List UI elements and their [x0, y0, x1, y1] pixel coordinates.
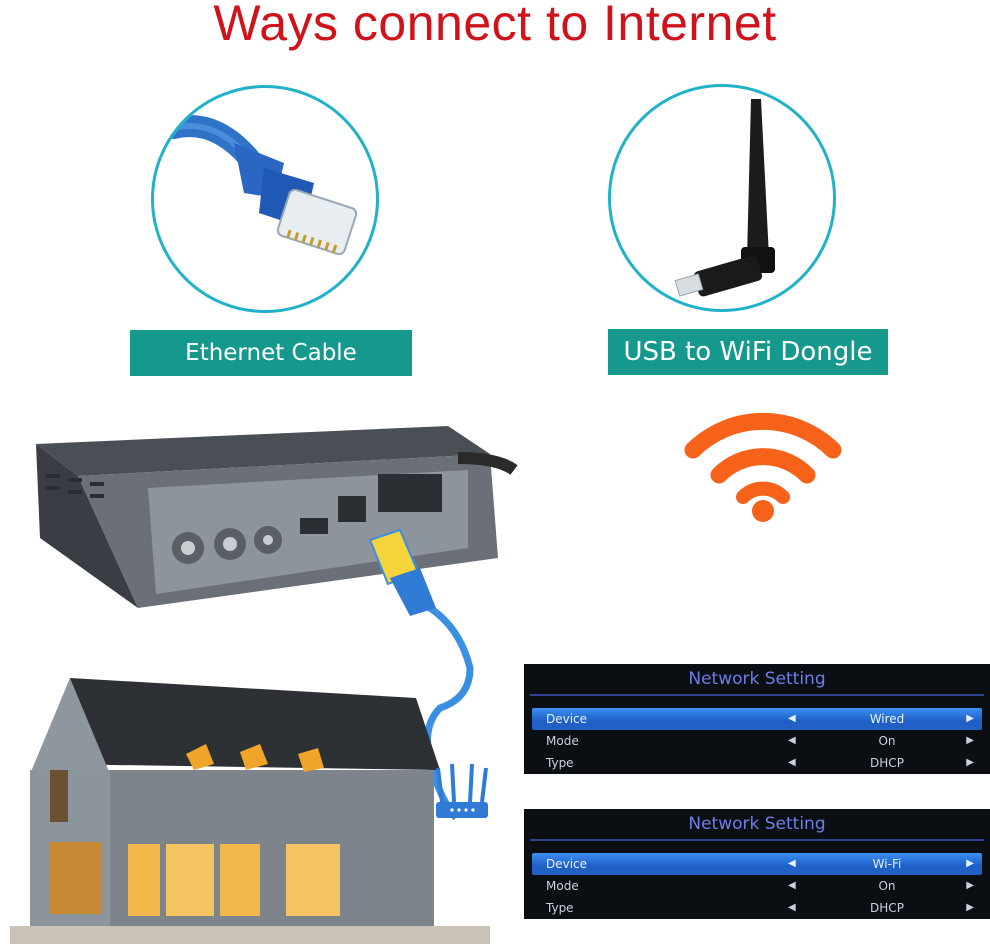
row-type[interactable]: Type ◀ DHCP ▶	[532, 897, 982, 919]
row-label: Mode	[546, 879, 579, 893]
arrow-right-icon[interactable]: ▶	[966, 713, 974, 724]
row-mode[interactable]: Mode ◀ On ▶	[532, 875, 982, 897]
row-value: On	[878, 734, 896, 748]
arrow-left-icon[interactable]: ◀	[788, 757, 796, 768]
row-label: Type	[546, 901, 574, 915]
row-value: DHCP	[870, 901, 904, 915]
ethernet-plug-icon	[163, 115, 358, 256]
row-label: Device	[546, 712, 588, 726]
arrow-left-icon[interactable]: ◀	[788, 880, 796, 891]
wifi-dongle-circle	[608, 84, 836, 312]
arrow-left-icon[interactable]: ◀	[788, 902, 796, 913]
arrow-right-icon[interactable]: ▶	[966, 858, 974, 869]
page-title: Ways connect to Internet	[213, 0, 777, 51]
arrow-right-icon[interactable]: ▶	[966, 735, 974, 746]
arrow-left-icon[interactable]: ◀	[788, 713, 796, 724]
row-value: Wi-Fi	[872, 857, 902, 871]
panel-title: Network Setting	[688, 814, 826, 834]
row-value: On	[878, 879, 896, 893]
panel-title: Network Setting	[688, 669, 826, 689]
row-mode[interactable]: Mode ◀ On ▶	[532, 730, 982, 752]
panel-divider	[530, 839, 984, 841]
arrow-left-icon[interactable]: ◀	[788, 735, 796, 746]
ethernet-cable-label: Ethernet Cable	[130, 330, 412, 376]
network-setting-panel-wired: Network Setting Device ◀ Wired ▶ Mode ◀ …	[524, 664, 990, 774]
arrow-right-icon[interactable]: ▶	[966, 902, 974, 913]
row-type[interactable]: Type ◀ DHCP ▶	[532, 752, 982, 774]
router-icon	[436, 763, 488, 818]
panel-divider	[530, 694, 984, 696]
arrow-right-icon[interactable]: ▶	[966, 757, 974, 768]
usb-wifi-dongle-icon	[674, 99, 775, 297]
ethernet-cable-circle	[151, 85, 379, 313]
set-top-box-image	[36, 426, 518, 608]
ethernet-cable-line	[368, 528, 474, 821]
row-value: DHCP	[870, 756, 904, 770]
arrow-right-icon[interactable]: ▶	[966, 880, 974, 891]
row-label: Device	[546, 857, 588, 871]
row-label: Type	[546, 756, 574, 770]
usb-wifi-dongle-label: USB to WiFi Dongle	[608, 329, 888, 375]
wifi-signal-icon	[684, 412, 842, 522]
row-label: Mode	[546, 734, 579, 748]
row-device[interactable]: Device ◀ Wired ▶	[532, 708, 982, 730]
house-image	[10, 678, 490, 944]
row-value: Wired	[869, 712, 905, 726]
arrow-left-icon[interactable]: ◀	[788, 858, 796, 869]
row-device[interactable]: Device ◀ Wi-Fi ▶	[532, 853, 982, 875]
network-setting-panel-wifi: Network Setting Device ◀ Wi-Fi ▶ Mode ◀ …	[524, 809, 990, 919]
